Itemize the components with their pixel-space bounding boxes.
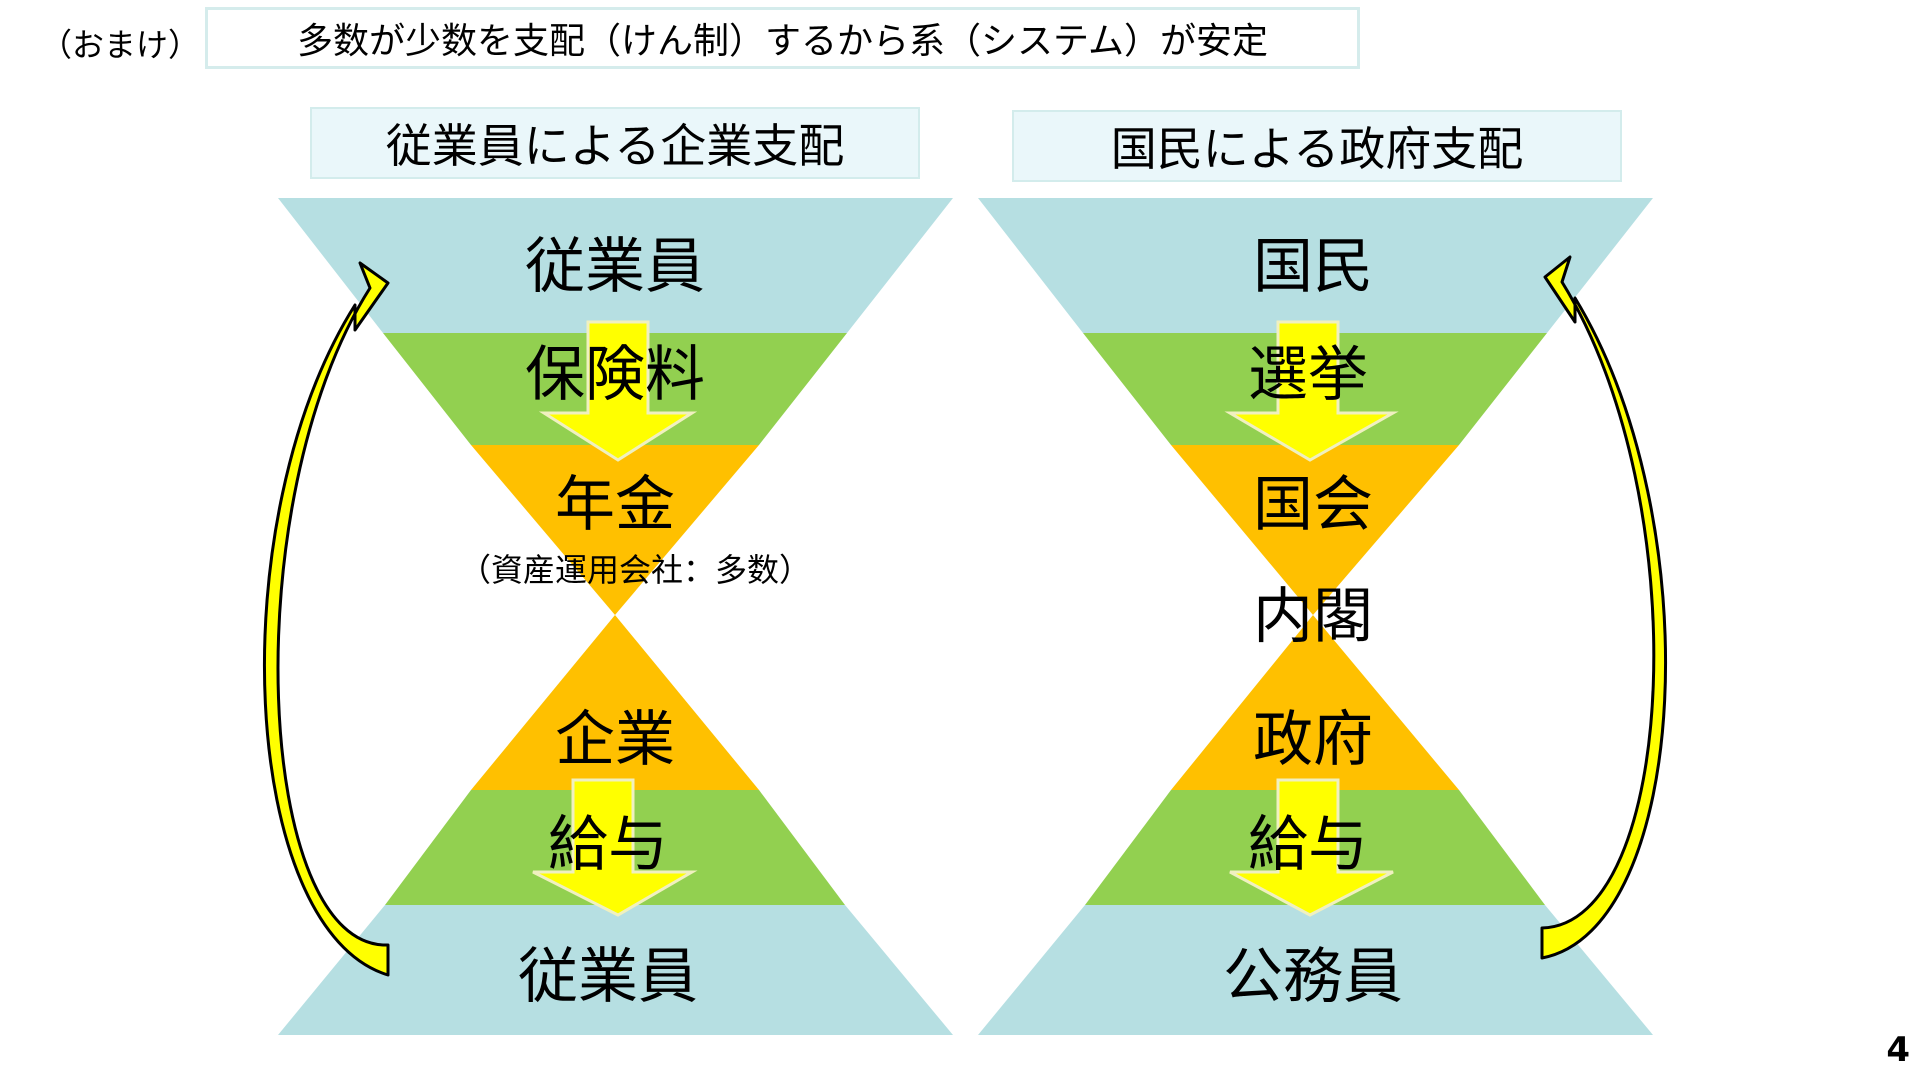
left-band3-label: 年金 (555, 470, 675, 540)
right-bottom-label: 公務員 (1223, 942, 1403, 1012)
left-band2-label: 保険料 (525, 340, 705, 410)
right-title: 国民による政府支配 (1012, 110, 1622, 182)
right-band2-label: 選挙 (1248, 340, 1368, 410)
right-band-bottom (978, 905, 1653, 1035)
left-band-3 (471, 445, 759, 615)
left-band5-label: 給与 (548, 810, 668, 880)
right-band-3 (1171, 445, 1459, 615)
right-top-label: 国民 (1253, 232, 1373, 302)
left-bottom-label: 従業員 (518, 942, 698, 1012)
right-band3-label: 国会 (1253, 470, 1373, 540)
left-band-bottom (278, 905, 953, 1035)
left-down-arrow-2 (532, 778, 698, 917)
right-down-arrow-2 (1229, 778, 1394, 917)
right-down-arrow-1 (1224, 320, 1399, 462)
right-band5-label: 給与 (1248, 810, 1368, 880)
left-band-4 (471, 615, 759, 790)
right-band4-label: 政府 (1253, 705, 1373, 775)
left-band4-label: 企業 (555, 705, 675, 775)
left-curved-arrow (262, 261, 390, 977)
page-number: 4 (1886, 1030, 1910, 1070)
right-center-label: 内閣 (1253, 582, 1373, 652)
left-top-label: 従業員 (525, 232, 705, 302)
left-band-top (278, 198, 953, 333)
left-band3-note: （資産運用会社：多数） (458, 551, 811, 589)
left-down-arrow-1 (538, 320, 698, 462)
right-band-4 (1171, 615, 1459, 790)
tag-label: （おまけ） (40, 26, 201, 64)
right-band-top (978, 198, 1653, 333)
left-title: 従業員による企業支配 (310, 107, 920, 179)
banner: 多数が少数を支配（けん制）するから系（システム）が安定 (205, 7, 1360, 69)
right-curved-arrow (1540, 255, 1668, 960)
